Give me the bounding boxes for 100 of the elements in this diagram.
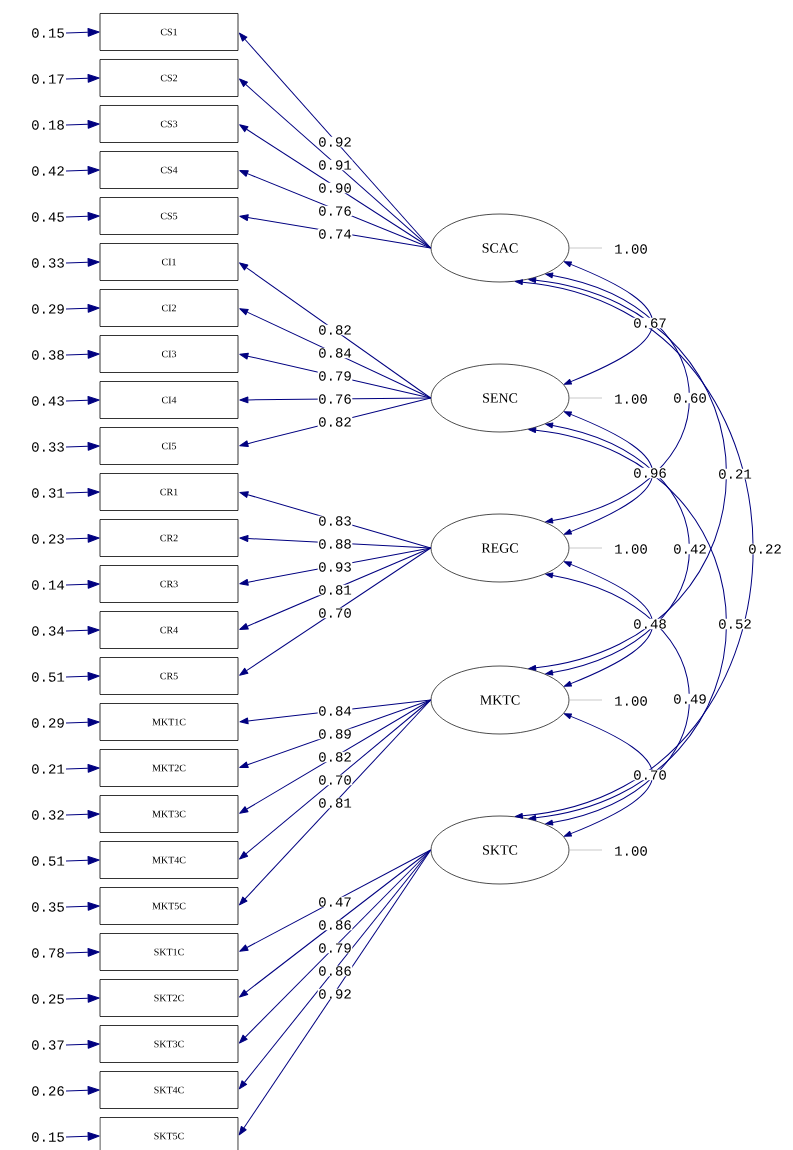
covariance-arc: [563, 261, 654, 385]
error-variance: 0.15: [32, 28, 64, 38]
covariance-arc: [545, 572, 690, 826]
loading-arrow: [239, 262, 432, 399]
edge-label: 0.93: [317, 561, 353, 573]
variance-label: 1.00: [615, 696, 647, 706]
edge-label: 0.91: [317, 159, 353, 171]
covariance-arc: [563, 713, 654, 837]
error-arrow: [65, 303, 100, 313]
indicator-box: SKT2C: [99, 979, 239, 1017]
error-arrow: [65, 395, 100, 405]
edge-label: 0.83: [317, 515, 353, 527]
error-variance: 0.38: [32, 350, 64, 360]
indicator-box: SKT4C: [99, 1071, 239, 1109]
error-variance: 0.51: [32, 672, 65, 682]
edge-label: 0.22: [747, 543, 783, 555]
indicator-box: CS1: [99, 13, 239, 51]
indicator-box: CI3: [99, 335, 239, 373]
indicator-box: CR3: [99, 565, 239, 603]
indicator-box: MKT3C: [99, 795, 239, 833]
edge-label: 0.48: [632, 618, 668, 630]
error-arrow: [65, 441, 100, 451]
edge-label: 0.96: [632, 467, 668, 479]
error-arrow: [65, 27, 100, 37]
error-arrow: [65, 1039, 100, 1049]
error-arrow: [65, 809, 100, 819]
error-variance: 0.51: [32, 856, 65, 866]
error-arrow: [65, 211, 100, 221]
variance-label: 1.00: [615, 544, 647, 554]
error-arrow: [65, 625, 100, 635]
variance-label: 1.00: [615, 846, 647, 856]
indicator-box: SKT3C: [99, 1025, 239, 1063]
edge-label: 0.90: [317, 182, 353, 194]
error-variance: 0.32: [32, 810, 64, 820]
edge-label: 0.70: [317, 774, 353, 786]
indicator-box: MKT1C: [99, 703, 239, 741]
loading-arrow: [238, 849, 432, 1044]
covariance-arc: [545, 422, 690, 676]
error-variance: 0.18: [32, 120, 64, 130]
loading-arrow: [238, 849, 432, 1136]
error-arrow: [65, 901, 100, 911]
error-arrow: [65, 947, 100, 957]
indicator-box: CI1: [99, 243, 239, 281]
loading-arrow: [238, 699, 432, 906]
loading-arrow: [239, 308, 432, 399]
edge-label: 0.76: [317, 393, 353, 405]
edge-label: 0.67: [632, 317, 668, 329]
loading-arrow: [239, 547, 432, 630]
error-variance: 0.17: [32, 74, 64, 84]
error-arrow: [65, 73, 100, 83]
covariance-arc: [563, 561, 654, 687]
error-arrow: [65, 1085, 100, 1095]
error-variance: 0.33: [32, 258, 64, 268]
error-arrow: [65, 257, 100, 267]
error-arrow: [65, 119, 100, 129]
covariance-arc: [545, 272, 690, 524]
indicator-box: MKT5C: [99, 887, 239, 925]
error-variance: 0.21: [32, 764, 65, 774]
loading-arrow: [239, 699, 432, 769]
edge-label: 0.49: [672, 693, 708, 705]
error-arrow: [65, 1131, 100, 1141]
error-variance: 0.15: [32, 1132, 64, 1142]
edge-label: 0.74: [317, 228, 353, 240]
error-arrow: [65, 533, 100, 543]
error-variance: 0.35: [32, 902, 64, 912]
error-variance: 0.78: [32, 948, 64, 958]
loading-arrow: [239, 170, 432, 249]
indicator-box: CI5: [99, 427, 239, 465]
error-variance: 0.31: [32, 488, 65, 498]
edge-label: 0.47: [317, 896, 353, 908]
indicator-box: CR5: [99, 657, 239, 695]
edge-label: 0.81: [317, 797, 353, 809]
error-variance: 0.26: [32, 1086, 64, 1096]
loading-arrow: [239, 124, 432, 249]
indicator-box: CS4: [99, 151, 239, 189]
error-variance: 0.42: [32, 166, 64, 176]
error-arrow: [65, 855, 100, 865]
indicator-box: CR1: [99, 473, 239, 511]
indicator-box: CS2: [99, 59, 239, 97]
indicator-box: SKT5C: [99, 1117, 239, 1150]
variance-label: 1.00: [615, 394, 647, 404]
edge-label: 0.81: [317, 584, 353, 596]
error-variance: 0.33: [32, 442, 64, 452]
loading-arrow: [239, 547, 432, 676]
error-arrow: [65, 579, 100, 589]
edge-label: 0.70: [317, 607, 353, 619]
error-variance: 0.29: [32, 718, 64, 728]
error-variance: 0.45: [32, 212, 64, 222]
indicator-box: CS3: [99, 105, 239, 143]
error-variance: 0.29: [32, 304, 64, 314]
edge-label: 0.79: [317, 942, 353, 954]
edge-label: 0.21: [717, 468, 753, 480]
edge-label: 0.86: [317, 919, 353, 931]
edge-label: 0.82: [317, 416, 353, 428]
indicator-box: CR2: [99, 519, 239, 557]
indicator-box: CI4: [99, 381, 239, 419]
edge-label: 0.60: [672, 392, 708, 404]
edge-label: 0.42: [672, 543, 708, 555]
error-variance: 0.37: [32, 1040, 64, 1050]
loading-arrow: [239, 849, 432, 952]
